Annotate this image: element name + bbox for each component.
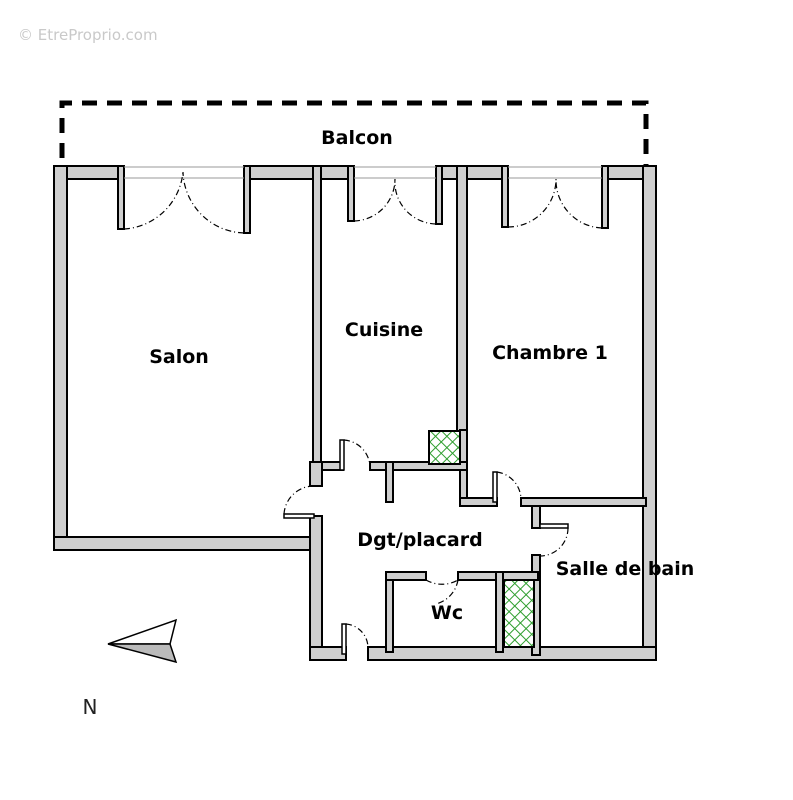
salle-de-bain-label: Salle de bain bbox=[556, 558, 695, 580]
cuisine-duct bbox=[428, 430, 461, 465]
walls bbox=[53, 165, 657, 661]
chambre-1-label: Chambre 1 bbox=[492, 342, 608, 364]
watermark: © EtreProprio.com bbox=[18, 26, 158, 44]
north-label: N bbox=[83, 695, 98, 719]
cuisine-label: Cuisine bbox=[345, 319, 423, 341]
compass-arrow-icon bbox=[107, 618, 178, 664]
balcon-label: Balcon bbox=[321, 127, 393, 149]
windows bbox=[124, 166, 602, 179]
salon-label: Salon bbox=[149, 346, 209, 368]
bathroom-duct bbox=[503, 579, 535, 648]
dgt-placard-label: Dgt/placard bbox=[357, 529, 482, 551]
wc-label: Wc bbox=[431, 602, 463, 624]
balcony-outline bbox=[59, 100, 649, 172]
door-swings bbox=[123, 171, 603, 655]
